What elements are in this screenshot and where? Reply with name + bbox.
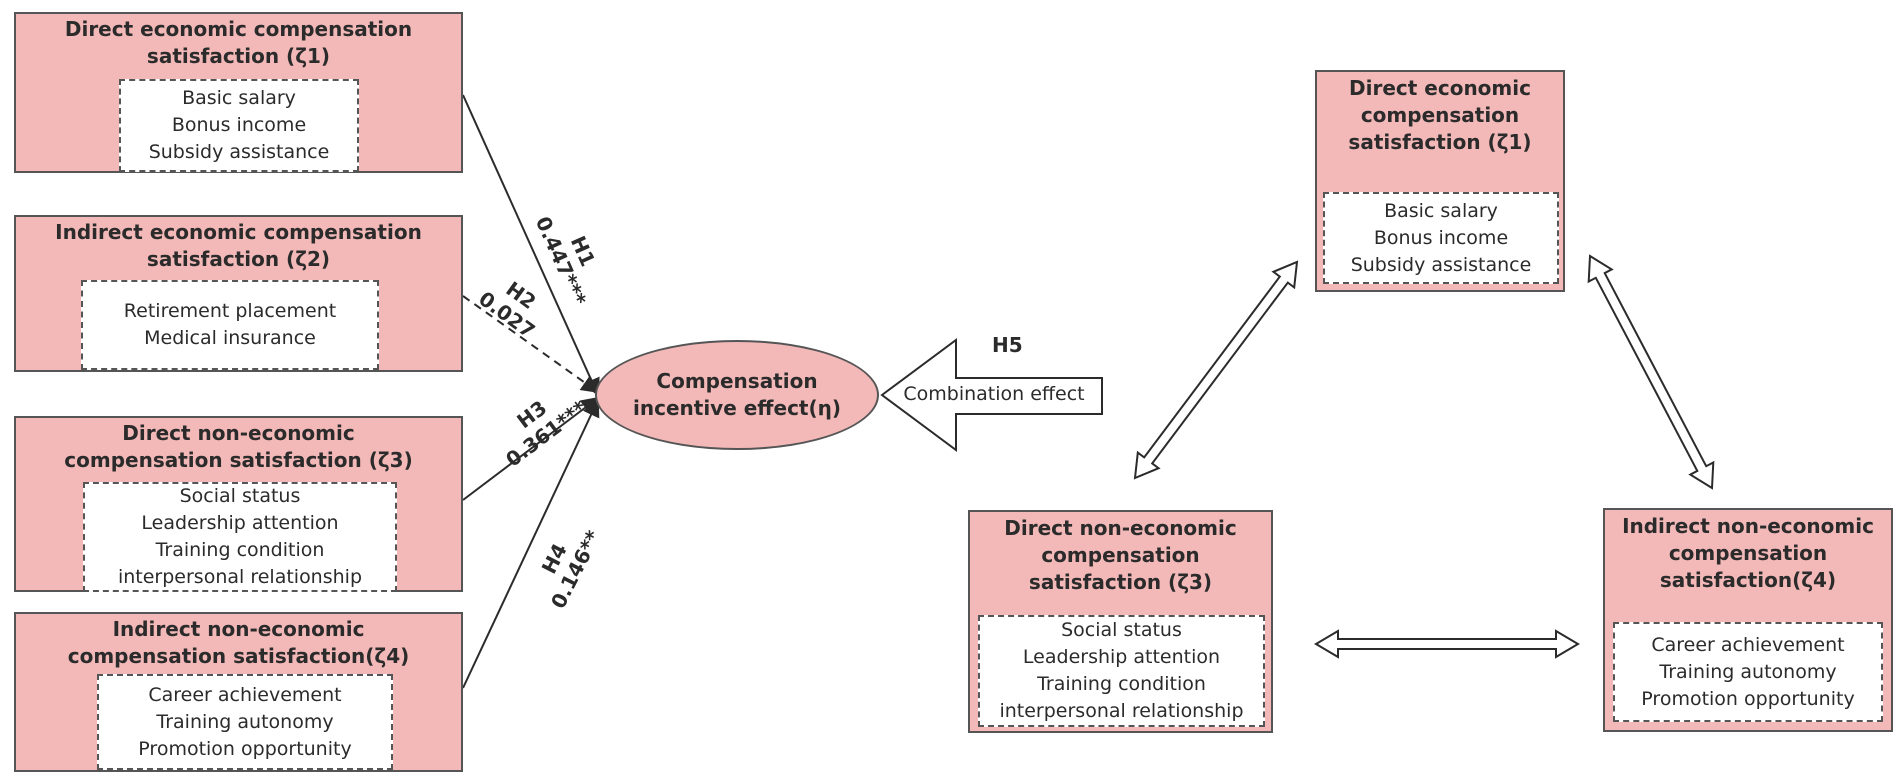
path-h1-arrow <box>462 94 600 397</box>
left-box-direct-economic: Direct economic compensation satisfactio… <box>14 12 463 173</box>
left-box-indirect-non-economic-items: Career achievement Training autonomy Pro… <box>97 674 393 770</box>
left-box-direct-economic-items: Basic salary Bonus income Subsidy assist… <box>119 79 359 172</box>
item-interpersonal-relationship: interpersonal relationship <box>117 566 363 588</box>
right-item-training-autonomy: Training autonomy <box>1659 660 1837 683</box>
right-box-direct-economic: Direct economic compensation satisfactio… <box>1315 70 1565 292</box>
left-box-direct-non-economic-title: Direct non-economic compensation satisfa… <box>64 421 413 472</box>
right-item-promotion-opportunity: Promotion opportunity <box>1641 687 1855 710</box>
right-item-training-condition: Training condition <box>1037 673 1206 695</box>
item-subsidy-assistance: Subsidy assistance <box>148 141 330 163</box>
item-training-autonomy: Training autonomy <box>156 710 334 733</box>
path-h3-arrow <box>462 396 600 501</box>
item-medical-insurance: Medical insurance <box>144 327 316 349</box>
right-item-social-status: Social status <box>1061 619 1182 641</box>
right-item-subsidy-assistance: Subsidy assistance <box>1350 253 1532 276</box>
right-item-leadership-attention: Leadership attention <box>1022 646 1221 668</box>
right-box-direct-economic-items: Basic salary Bonus income Subsidy assist… <box>1323 192 1559 284</box>
right-box-direct-non-economic-items: Social status Leadership attention Train… <box>978 615 1265 727</box>
item-social-status: Social status <box>179 485 301 507</box>
outcome-ellipse: Compensation incentive effect(η) <box>595 340 879 450</box>
item-bonus-income: Bonus income <box>171 114 307 136</box>
left-box-indirect-non-economic-title: Indirect non-economic compensation satis… <box>67 617 410 668</box>
right-box-indirect-non-economic: Indirect non-economic compensation satis… <box>1603 508 1893 732</box>
item-training-condition: Training condition <box>155 539 325 561</box>
right-box-indirect-non-economic-items: Career achievement Training autonomy Pro… <box>1613 622 1883 722</box>
item-promotion-opportunity: Promotion opportunity <box>138 737 352 760</box>
double-arrow-layer <box>1133 254 1715 659</box>
double-arrow-z1-z4 <box>1587 254 1715 490</box>
left-box-direct-non-economic: Direct non-economic compensation satisfa… <box>14 416 463 592</box>
right-item-career-achievement: Career achievement <box>1651 633 1845 656</box>
item-basic-salary: Basic salary <box>182 87 296 109</box>
h5-block-arrow <box>880 338 1103 452</box>
left-box-indirect-economic: Indirect economic compensation satisfact… <box>14 215 463 372</box>
right-box-direct-non-economic-title: Direct non-economic compensation satisfa… <box>1004 516 1237 594</box>
item-retirement-placement: Retirement placement <box>123 300 337 322</box>
combination-effect-text: Combination effect <box>903 383 1085 405</box>
h5-label: H5 <box>992 333 1023 357</box>
path-h4-arrow <box>462 398 600 689</box>
item-career-achievement: Career achievement <box>148 683 342 706</box>
double-arrow-z3-z4 <box>1314 629 1580 659</box>
right-box-indirect-non-economic-title: Indirect non-economic compensation satis… <box>1622 514 1874 592</box>
right-box-direct-non-economic: Direct non-economic compensation satisfa… <box>968 510 1273 733</box>
left-box-direct-economic-title: Direct economic compensation satisfactio… <box>64 17 413 68</box>
double-arrow-z3-z1 <box>1133 260 1299 480</box>
right-item-bonus-income: Bonus income <box>1373 226 1509 249</box>
left-box-indirect-non-economic: Indirect non-economic compensation satis… <box>14 612 463 772</box>
left-box-indirect-economic-items: Retirement placement Medical insurance <box>81 280 379 370</box>
item-leadership-attention: Leadership attention <box>141 512 339 534</box>
left-box-indirect-economic-title: Indirect economic compensation satisfact… <box>55 220 422 271</box>
right-item-interpersonal-relationship: interpersonal relationship <box>999 700 1244 722</box>
left-box-direct-non-economic-items: Social status Leadership attention Train… <box>83 482 397 592</box>
right-item-basic-salary: Basic salary <box>1384 199 1498 222</box>
right-box-direct-economic-title: Direct economic compensation satisfactio… <box>1348 76 1532 154</box>
